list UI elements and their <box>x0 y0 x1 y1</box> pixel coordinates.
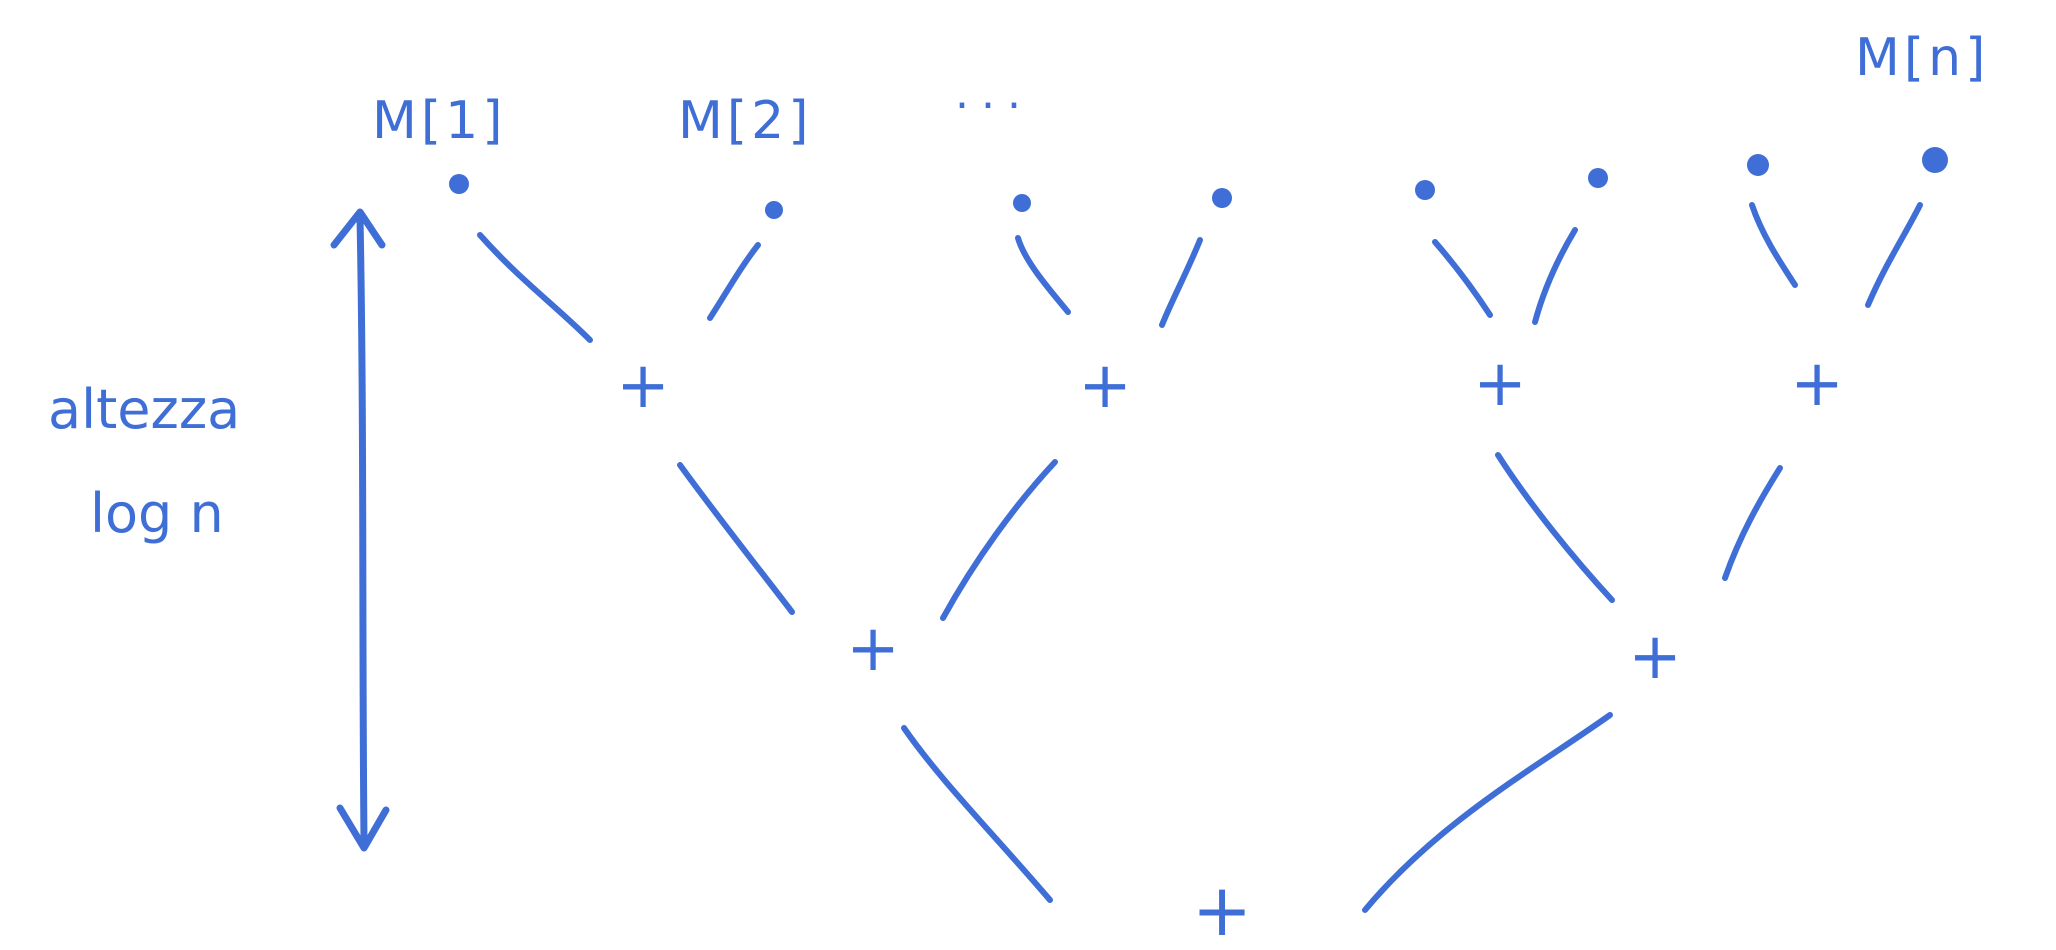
leaf-dot <box>1212 188 1232 208</box>
tree-edge <box>1749 202 1798 288</box>
height-arrow-head-bottom <box>336 804 390 852</box>
tree-edge <box>1159 237 1203 328</box>
tree-edges-level2 <box>677 452 1783 621</box>
leaf-label-m2: M[2] <box>678 91 813 151</box>
tree-edge <box>1432 239 1493 318</box>
height-arrow-shaft <box>356 214 368 844</box>
tree-edge <box>1722 465 1783 581</box>
height-label-line2: log n <box>90 482 224 545</box>
tree-edge <box>901 725 1053 903</box>
tree-edge <box>940 459 1058 621</box>
plus-node: + <box>1078 349 1132 423</box>
tree-edge <box>1865 202 1923 308</box>
plus-node: + <box>616 349 670 423</box>
plus-node: + <box>1473 347 1527 421</box>
leaf-label-mn: M[n] <box>1855 28 1989 88</box>
leaf-dot <box>1013 194 1031 212</box>
height-arrow-head-top <box>330 208 386 249</box>
leaf-dot <box>1588 168 1608 188</box>
plus-node: + <box>846 612 900 686</box>
tree-edge <box>677 462 795 615</box>
height-label-line1: altezza <box>48 378 240 441</box>
tree-edge <box>477 232 593 343</box>
tree-edges-level1 <box>477 202 1923 343</box>
plus-node: + <box>1790 347 1844 421</box>
leaf-label-m1: M[1] <box>372 91 507 151</box>
plus-node: + <box>1628 620 1682 694</box>
tree-edge <box>1532 227 1578 325</box>
tree-edge <box>707 242 761 321</box>
leaf-label-ellipsis: ... <box>955 68 1033 119</box>
leaf-dot <box>765 201 783 219</box>
tree-edges-root <box>901 712 1613 913</box>
tree-edge <box>1495 452 1615 603</box>
height-arrow <box>330 208 390 852</box>
leaf-nodes <box>449 147 1948 219</box>
tree-edge <box>1362 712 1613 913</box>
leaf-dot <box>1922 147 1948 173</box>
leaf-dot <box>449 174 469 194</box>
leaf-dot <box>1415 180 1435 200</box>
root-plus-node: + <box>1192 868 1252 950</box>
leaf-dot <box>1747 154 1769 176</box>
plus-nodes-level1: + + + + <box>616 347 1844 423</box>
tree-edge <box>1015 235 1071 315</box>
plus-nodes-level2: + + <box>846 612 1682 694</box>
